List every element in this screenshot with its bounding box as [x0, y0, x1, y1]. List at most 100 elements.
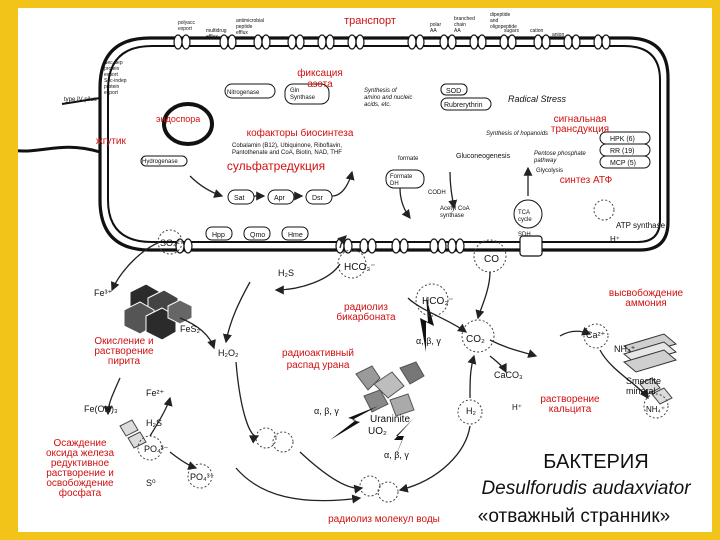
dashed-molecule-circles	[137, 199, 669, 503]
bottom-transporters	[175, 235, 543, 257]
smectite-mineral	[622, 333, 678, 373]
mcp-label: MCP (5)	[610, 160, 636, 167]
so4-label: SO₄²⁻	[160, 238, 185, 248]
rubrerythrin-label: Rubrerythrin	[444, 102, 483, 109]
hydrogenase-label: Hydrogenase	[142, 159, 178, 165]
flagellum-label: жгутик	[96, 136, 127, 147]
fe2-label: Fe²⁺	[146, 388, 165, 398]
po4-label: PO₄³⁻	[144, 444, 169, 454]
iron-oxide-crystals	[119, 419, 147, 449]
atp-synthesis-label: синтез АТФ	[560, 175, 613, 186]
hplus-label: H⁺	[512, 403, 522, 412]
feoh3-label: Fe(OH)₃	[84, 404, 118, 414]
formate-label: formate	[398, 156, 419, 162]
ca2-label: Ca²⁺	[586, 330, 606, 340]
pilus-shape	[61, 97, 101, 105]
sdh-label: SDH	[518, 232, 531, 238]
water-radiolysis-label: радиолиз молекул воды	[328, 514, 440, 525]
nh4-calcite-label: NH₄⁺	[646, 405, 665, 414]
title-line-1: БАКТЕРИЯ	[543, 451, 648, 473]
sugars-label: sugars	[504, 28, 520, 34]
abg1-label: α, β, γ	[314, 406, 339, 416]
process-arrows	[103, 166, 649, 504]
abg2-label: α, β, γ	[416, 336, 441, 346]
co2-label: CO₂	[466, 334, 485, 345]
sat-label: Sat	[234, 195, 245, 202]
title-line-2: Desulforudis audaxviator	[481, 478, 691, 499]
codh-label: CODH	[428, 190, 446, 196]
h2s-inner-label: H₂S	[278, 268, 294, 278]
nh4-label: NH₄⁺	[614, 344, 636, 354]
uo2-label: UO₂	[368, 426, 387, 437]
hco3b-label: HCO₃⁻	[422, 296, 454, 307]
inner-boxes	[140, 83, 543, 241]
fe3-label: Fe³⁺	[94, 288, 113, 298]
sod-label: SOD	[446, 88, 461, 95]
atp-synthase-label: ATP synthase	[616, 221, 666, 230]
radical-stress-label: Radical Stress	[508, 94, 567, 104]
hpk-label: HPK (6)	[610, 136, 635, 143]
s0-label: S⁰	[146, 478, 156, 488]
sulfate-reduction-label: сульфатредукция	[227, 159, 325, 173]
cofactor-list-label: Cobalamin (B12), Ubiquinone, Riboflavin,…	[232, 143, 342, 156]
membrane-transporters	[173, 34, 611, 50]
endospore-shape	[162, 102, 214, 146]
fes2-label: FeS₂	[180, 324, 201, 334]
type4-pilus-label: type IV pilus	[64, 97, 97, 103]
flagellum-shape	[9, 145, 101, 154]
h2s-label: H₂S	[146, 418, 162, 428]
cation-label: cation	[530, 28, 544, 34]
title-line-3: «отважный странник»	[478, 506, 670, 527]
pyrite-cluster	[123, 283, 193, 341]
synthesis-hopanoids-label: Synthesis of hopanoids	[486, 131, 548, 137]
nitrogenase-label: Nitrogenase	[227, 90, 260, 96]
co-label: CO	[484, 254, 499, 265]
biosynthesis-cofactors-label: кофакторы биосинтеза	[247, 127, 354, 139]
anion-label: anion	[552, 32, 564, 38]
qmo-label: Qmo	[250, 232, 265, 239]
glycolysis-label: Glycolysis	[536, 168, 563, 174]
uraninite-rubble	[355, 361, 425, 417]
dsr-label: Dsr	[312, 195, 324, 202]
caco3-label: CaCO₃	[494, 370, 523, 380]
radiation-bolts	[330, 296, 434, 466]
apr-label: Apr	[274, 195, 286, 202]
uraninite-label: Uraninite	[370, 414, 410, 425]
hpp-label: Hpp	[212, 232, 225, 239]
signal-boxes	[599, 131, 651, 169]
po4b-label: PO₄³⁻	[190, 472, 215, 482]
h2o2-label: H₂O₂	[218, 348, 239, 358]
h2-label: H₂	[466, 406, 476, 416]
cell-membrane	[98, 36, 670, 252]
rr-label: RR (19)	[610, 148, 635, 155]
hme-label: Hme	[288, 232, 303, 239]
gluconeogenesis-label: Gluconeogenesis	[456, 153, 511, 160]
abg3-label: α, β, γ	[384, 450, 409, 460]
transport-label: транспорт	[344, 15, 396, 27]
